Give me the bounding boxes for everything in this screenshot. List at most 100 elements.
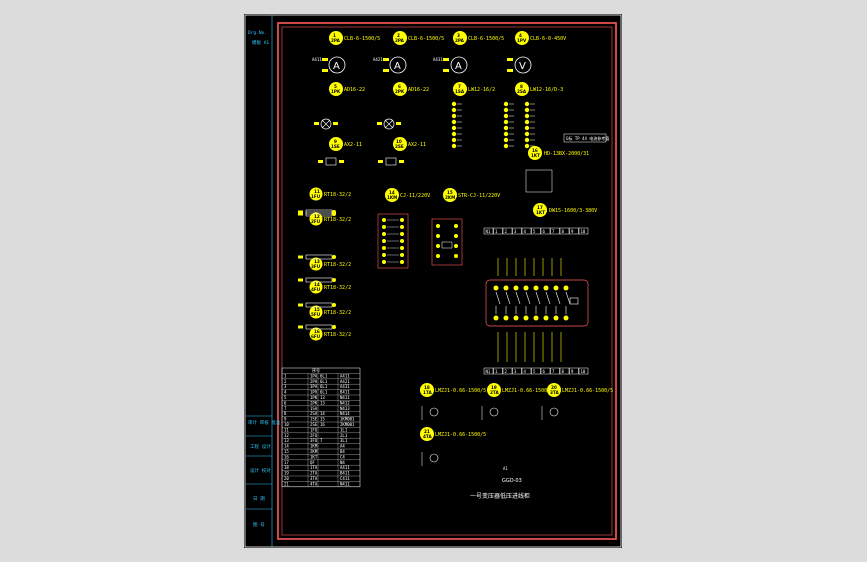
breaker-blade bbox=[505, 291, 511, 305]
switch-contact bbox=[503, 113, 509, 119]
table-cell: 1L1 bbox=[340, 427, 348, 432]
switch-contact bbox=[503, 125, 509, 131]
title-block: Drg.No. 模板 A1 审计 审核 批准 工程 设计 设计 校对 日 期 图… bbox=[246, 15, 281, 547]
table-cell: 13 bbox=[320, 395, 325, 400]
relay-contacts bbox=[382, 218, 404, 264]
device-num: 7 bbox=[458, 84, 461, 89]
table-cell: 7 bbox=[284, 406, 287, 411]
terminal-cell bbox=[521, 367, 532, 375]
voltmeter-icon: V bbox=[519, 61, 526, 72]
switch-contact bbox=[503, 137, 509, 143]
breaker-contact bbox=[503, 315, 509, 321]
fuse-num: 13 bbox=[314, 259, 320, 264]
table-cell: 6L1 bbox=[320, 390, 328, 395]
meter-4-code: 1PV bbox=[517, 38, 527, 43]
table-cell: 16 bbox=[284, 454, 289, 459]
breaker-contact bbox=[523, 315, 529, 321]
device-code: 1KT bbox=[531, 153, 540, 158]
terminal-cell bbox=[559, 367, 570, 375]
table-cell: C411 bbox=[340, 476, 350, 481]
fuse-terminal bbox=[298, 255, 303, 259]
table-cell: 9 bbox=[284, 417, 287, 422]
fuse-code: 5FU bbox=[311, 312, 321, 317]
relay-contact bbox=[400, 232, 404, 236]
table-cell: 14 bbox=[320, 411, 325, 416]
relay-block-1 bbox=[377, 213, 409, 269]
indicator-lamps bbox=[314, 118, 401, 130]
table-cell: 1FU bbox=[310, 427, 318, 432]
device-label: LMZJ1-0.66-1500/5 bbox=[435, 388, 486, 394]
table-cell: 1PA bbox=[310, 373, 318, 378]
fuse-terminal bbox=[332, 210, 336, 214]
breaker-contact bbox=[523, 285, 529, 291]
switch-contact bbox=[451, 125, 457, 131]
relay-contact bbox=[400, 260, 404, 264]
device-label: CJ-11/220V bbox=[400, 193, 430, 199]
device-code: 1KM bbox=[387, 195, 397, 200]
inner-frame bbox=[277, 22, 617, 540]
breaker-blade bbox=[545, 291, 551, 305]
meter-3-label: CLB-6-1500/5 bbox=[468, 36, 504, 42]
breaker-contact bbox=[533, 315, 539, 321]
breaker-contact bbox=[503, 285, 509, 291]
fuse-num: 15 bbox=[314, 307, 320, 312]
drawing-code: GGD-03 bbox=[502, 478, 522, 484]
meter-terminal: A411 bbox=[312, 57, 322, 62]
main-breaker-block bbox=[485, 279, 589, 327]
device-code: 1SA bbox=[455, 89, 465, 94]
device-num: 6 bbox=[398, 84, 401, 89]
relay-contact bbox=[454, 224, 458, 228]
table-cell: 16 bbox=[320, 422, 325, 427]
terminal-cell bbox=[521, 227, 532, 235]
title-block-row: 工程 设计 bbox=[250, 443, 271, 450]
table-cell: 6L1 bbox=[320, 379, 328, 384]
switch-contact bbox=[451, 107, 457, 113]
breaker-contact bbox=[553, 285, 559, 291]
device-label: LW12-16/2 bbox=[468, 87, 495, 93]
meter-2-code: 2PA bbox=[395, 38, 405, 43]
fuse-num: 16 bbox=[314, 329, 320, 334]
relay-contacts bbox=[436, 224, 458, 258]
device-code: 1SE bbox=[331, 144, 340, 149]
switch-contact bbox=[524, 143, 530, 149]
table-cell: 21 bbox=[284, 481, 289, 486]
relay-contact bbox=[454, 254, 458, 258]
terminal-label: 5 bbox=[533, 369, 536, 374]
row3-labels: 9 1SE AX2-11 10 2SE AX2-11 bbox=[329, 137, 426, 151]
relay-contact bbox=[400, 225, 404, 229]
switch-contact bbox=[524, 137, 530, 143]
device-num: 19 bbox=[491, 385, 497, 390]
device-code: 2PK bbox=[395, 89, 405, 94]
fuse-badge bbox=[309, 212, 323, 226]
switch-contact bbox=[524, 101, 530, 107]
fuse-label: RT18-32/2 bbox=[324, 310, 351, 316]
switch-contact bbox=[451, 143, 457, 149]
table-cell: 2KM bbox=[310, 449, 318, 454]
terminal-label: 4 bbox=[524, 229, 527, 234]
terminal-cell bbox=[512, 367, 522, 375]
fuse-num: 12 bbox=[314, 214, 320, 219]
switch-contact bbox=[524, 113, 530, 119]
table-cell: N413 bbox=[340, 406, 350, 411]
title-block-row: 审计 审核 批准 bbox=[248, 419, 281, 426]
table-cell: 20 bbox=[284, 476, 289, 481]
switch-box bbox=[563, 133, 607, 143]
table-cell: 1 bbox=[284, 373, 287, 378]
breaker-blade bbox=[525, 291, 531, 305]
meter-1-code: 2PA bbox=[331, 38, 341, 43]
drawing-sheet: Drg.No. 模板 A1 审计 审核 批准 工程 设计 设计 校对 日 期 图… bbox=[244, 14, 622, 548]
terminal-cell bbox=[569, 227, 579, 235]
table-cell: N412 bbox=[340, 400, 350, 405]
terminal-label: 9 bbox=[571, 369, 574, 374]
terminal-label: N1 bbox=[486, 369, 491, 374]
terminal-label: 3 bbox=[514, 369, 517, 374]
outer-frame bbox=[244, 14, 622, 548]
ct-devices: 18 1TA LMZJ1-0.66-1500/5 19 2TA LMZJ1-0.… bbox=[420, 383, 613, 466]
fuse-terminal bbox=[332, 303, 336, 307]
terminal-cell bbox=[531, 227, 541, 235]
meter-labels: 1 2PA CLB-6-1500/5 2 2PA CLB-6-1500/5 3 … bbox=[329, 31, 566, 45]
device-num: 8 bbox=[520, 84, 523, 89]
meter-3-num: 3 bbox=[457, 33, 460, 38]
